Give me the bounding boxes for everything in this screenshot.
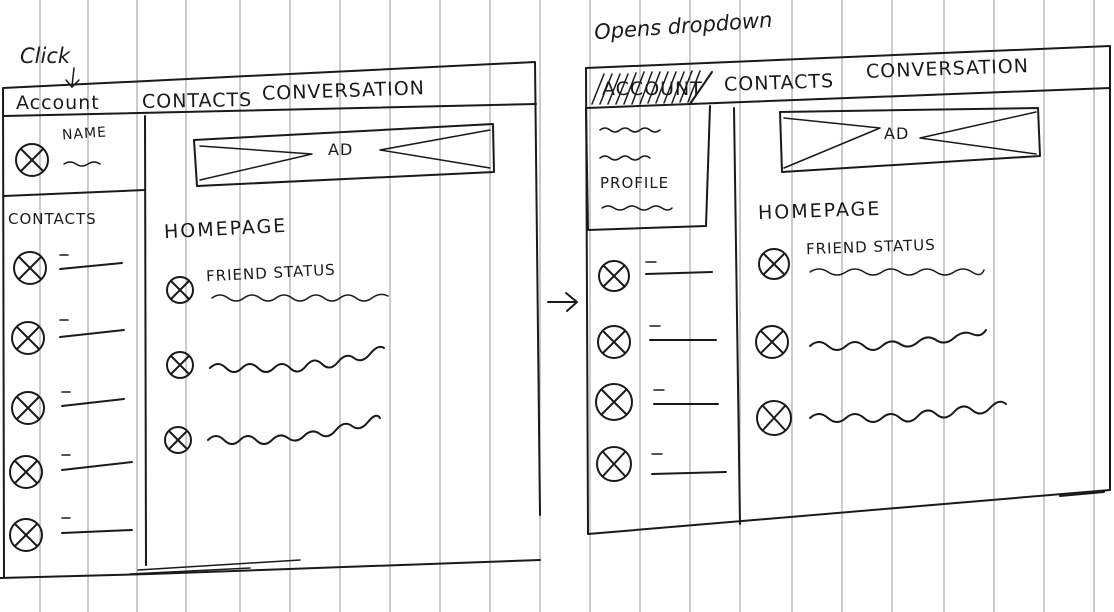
ad-label-after: AD	[884, 124, 910, 143]
dropdown-item-profile[interactable]: PROFILE	[600, 174, 670, 192]
account-tab-hatching	[591, 70, 713, 105]
contact-list-after	[595, 260, 727, 482]
feed	[164, 276, 389, 454]
menu-account-active[interactable]: ACCOUNT	[602, 78, 703, 100]
right-arrow-icon	[547, 292, 578, 312]
sketch-before	[0, 61, 541, 579]
window-frame-after	[585, 45, 1111, 535]
sketch-after	[585, 45, 1111, 535]
profile-name: NAME	[61, 124, 108, 144]
dropdown-panel	[585, 105, 711, 231]
avatar-placeholder-icon	[15, 143, 49, 177]
contact-list	[9, 251, 133, 552]
ad-banner	[193, 123, 495, 187]
ad-label: AD	[328, 140, 354, 159]
homepage-title-after: HOMEPAGE	[757, 197, 882, 225]
ad-banner-after	[779, 107, 1041, 173]
feed-after	[755, 248, 1007, 436]
paper-rules	[39, 0, 1095, 612]
menu-contacts[interactable]: CONTACTS	[141, 89, 253, 113]
menu-contacts-after[interactable]: CONTACTS	[723, 70, 835, 96]
click-arrow-icon	[65, 67, 80, 89]
window-frame	[0, 61, 541, 579]
menu-account[interactable]: Account	[16, 92, 100, 114]
contacts-heading: CONTACTS	[8, 210, 97, 228]
annotation-click: Click	[20, 44, 71, 68]
